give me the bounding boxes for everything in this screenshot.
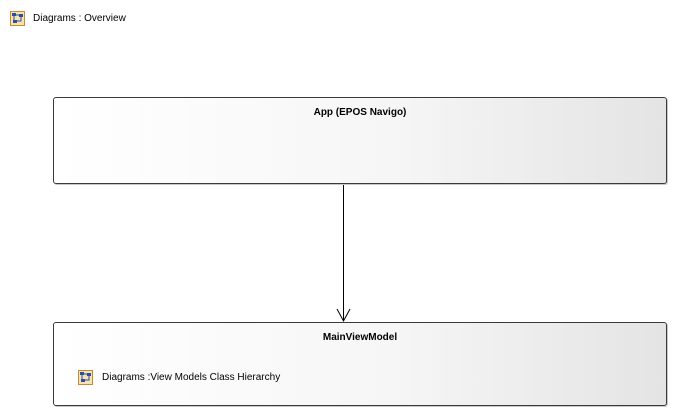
diagram-header-label: Diagrams : Overview bbox=[33, 13, 126, 24]
diagram-link-label: Diagrams :View Models Class Hierarchy bbox=[102, 372, 281, 383]
node-app[interactable]: App (EPOS Navigo) bbox=[53, 97, 667, 184]
diagram-header: Diagrams : Overview bbox=[10, 11, 126, 26]
node-main-view-model[interactable]: MainViewModel Diagrams :View Models Clas… bbox=[53, 322, 667, 406]
diagram-link[interactable]: Diagrams :View Models Class Hierarchy bbox=[78, 370, 280, 385]
node-main-view-model-title: MainViewModel bbox=[322, 332, 398, 343]
node-app-title: App (EPOS Navigo) bbox=[313, 107, 407, 118]
diagram-icon[interactable] bbox=[10, 11, 25, 26]
diagram-icon bbox=[78, 370, 93, 385]
